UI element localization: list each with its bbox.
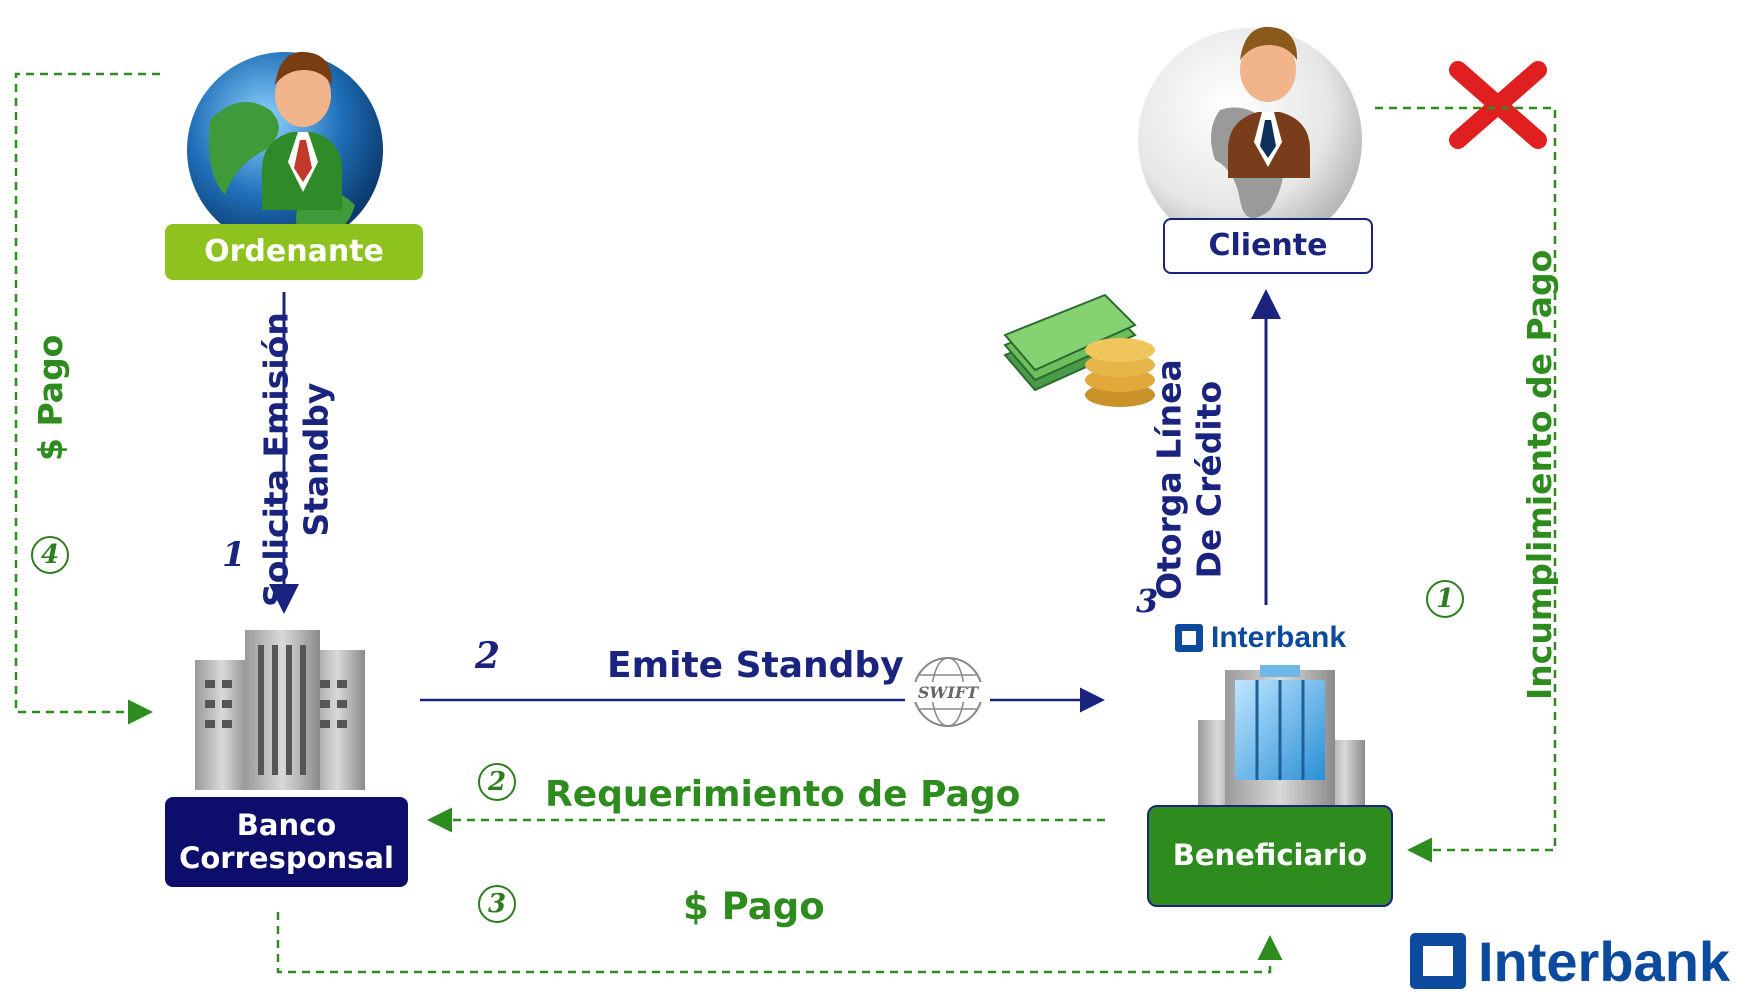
- beneficiario-box: Beneficiario: [1147, 805, 1393, 907]
- requerimiento-label: Requerimiento de Pago: [545, 774, 1021, 815]
- pago-bottom-label: $ Pago: [683, 885, 825, 928]
- beneficiario-building-icon: [1198, 665, 1365, 810]
- emite-label: Emite Standby: [607, 645, 904, 686]
- pago-bottom-step: 3: [478, 885, 516, 923]
- cliente-box: Cliente: [1163, 218, 1373, 274]
- ordenante-label: Ordenante: [204, 233, 384, 269]
- cliente-person-icon: [1228, 26, 1310, 178]
- money-icon: [1003, 293, 1155, 407]
- solicita-label: Solicita Emisión Standby: [256, 312, 335, 608]
- ordenante-person-icon: [262, 51, 342, 210]
- banco-box: Banco Corresponsal: [165, 797, 408, 887]
- otorga-label: Otorga Línea De Crédito: [1149, 359, 1228, 600]
- interbank-small-icon: [1175, 624, 1203, 652]
- ordenante-box: Ordenante: [165, 224, 423, 280]
- swift-logo-text: SWIFT: [918, 683, 979, 702]
- solicita-step: 1: [222, 535, 246, 575]
- red-x-icon: [1449, 61, 1547, 149]
- otorga-step: 3: [1136, 582, 1159, 620]
- pago-left-label: $ Pago: [31, 334, 71, 461]
- emite-step: 2: [475, 635, 501, 677]
- beneficiario-label: Beneficiario: [1172, 838, 1368, 873]
- banco-label: Banco Corresponsal: [179, 807, 394, 875]
- pago-left-arrow: [14, 72, 160, 725]
- pago-bottom-arrow: [276, 912, 1283, 974]
- banco-building-icon: [195, 630, 365, 790]
- interbank-logo-large: Interbank: [1410, 928, 1730, 994]
- cliente-label: Cliente: [1208, 227, 1328, 263]
- interbank-small-text: Interbank: [1211, 621, 1347, 654]
- interbank-large-icon: [1410, 933, 1466, 989]
- incumplimiento-arrow: [1375, 106, 1557, 863]
- incumplimiento-step: 1: [1426, 580, 1464, 618]
- interbank-large-text: Interbank: [1478, 929, 1731, 993]
- pago-left-step: 4: [31, 536, 69, 574]
- incumplimiento-label: Incumplimiento de Pago: [1520, 249, 1560, 700]
- requerimiento-step: 2: [478, 763, 516, 801]
- swift-icon: SWIFT: [912, 657, 984, 727]
- interbank-logo-small: Interbank: [1175, 618, 1346, 658]
